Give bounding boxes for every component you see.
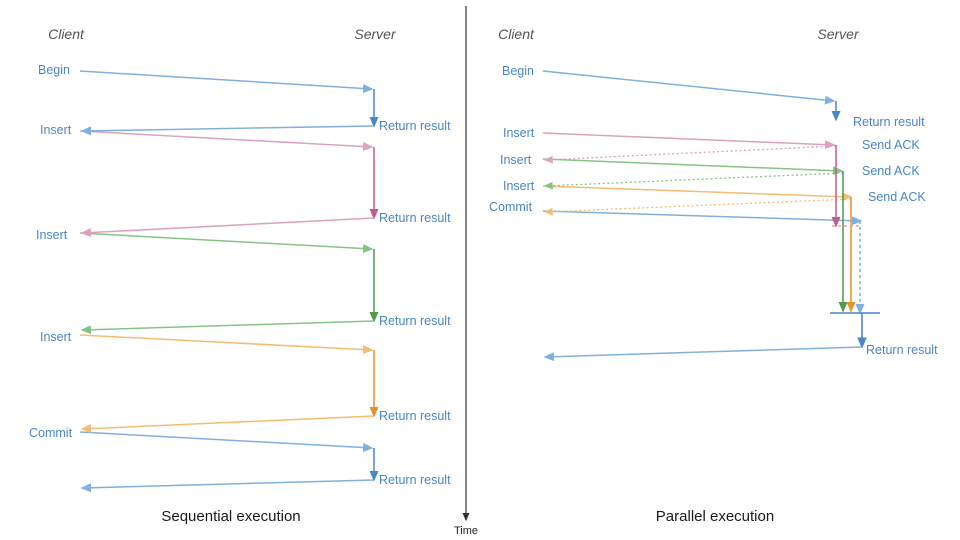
server-message-label[interactable]: Return result xyxy=(379,119,451,133)
client-message-label[interactable]: Insert xyxy=(40,330,72,344)
lane-title-server: Server xyxy=(354,26,397,42)
time-axis-layer: Time xyxy=(454,6,478,537)
server-message-label[interactable]: Return result xyxy=(379,473,451,487)
begin-request xyxy=(542,70,836,105)
insert2-ack xyxy=(543,172,844,190)
client-message-label[interactable]: Begin xyxy=(38,63,70,77)
client-message-label[interactable]: Begin xyxy=(502,64,534,78)
commit-request xyxy=(542,210,863,226)
time-axis-label: Time xyxy=(454,525,478,537)
server-message-label[interactable]: Return result xyxy=(866,343,938,357)
lane-title-client: Client xyxy=(498,26,535,42)
insert1-response xyxy=(80,217,375,238)
lane-title-server: Server xyxy=(817,26,860,42)
server-message-label[interactable]: Send ACK xyxy=(868,190,926,204)
client-message-label[interactable]: Insert xyxy=(500,153,532,167)
client-message-label[interactable]: Insert xyxy=(40,123,72,137)
insert3-response xyxy=(80,415,375,434)
server-message-label[interactable]: Return result xyxy=(379,314,451,328)
server-message-label[interactable]: Return result xyxy=(379,211,451,225)
client-message-label[interactable]: Commit xyxy=(29,426,73,440)
insert1-request xyxy=(79,130,374,152)
insert3-request xyxy=(79,334,374,355)
insert2-response xyxy=(80,320,375,335)
insert3-request xyxy=(542,185,853,202)
client-message-label[interactable]: Insert xyxy=(503,179,535,193)
panel-caption-sequential: Sequential execution xyxy=(161,508,300,525)
server-message-label[interactable]: Return result xyxy=(853,115,925,129)
begin-response xyxy=(80,125,375,136)
server-message-label[interactable]: Send ACK xyxy=(862,164,920,178)
server-message-label[interactable]: Return result xyxy=(379,409,451,423)
final-return-response xyxy=(543,346,863,362)
insert2-request xyxy=(79,232,374,254)
commit-request xyxy=(79,431,374,453)
insert3-ack xyxy=(543,198,852,216)
server-message-label[interactable]: Send ACK xyxy=(862,138,920,152)
insert1-request xyxy=(542,132,836,150)
client-message-label[interactable]: Commit xyxy=(489,200,533,214)
client-message-label[interactable]: Insert xyxy=(503,126,535,140)
lane-title-client: Client xyxy=(48,26,85,42)
commit-response xyxy=(80,479,375,493)
client-message-label[interactable]: Insert xyxy=(36,228,68,242)
insert1-ack xyxy=(543,145,837,164)
insert2-request xyxy=(542,158,844,176)
panel-caption-parallel: Parallel execution xyxy=(656,508,774,525)
begin-request xyxy=(79,70,374,93)
